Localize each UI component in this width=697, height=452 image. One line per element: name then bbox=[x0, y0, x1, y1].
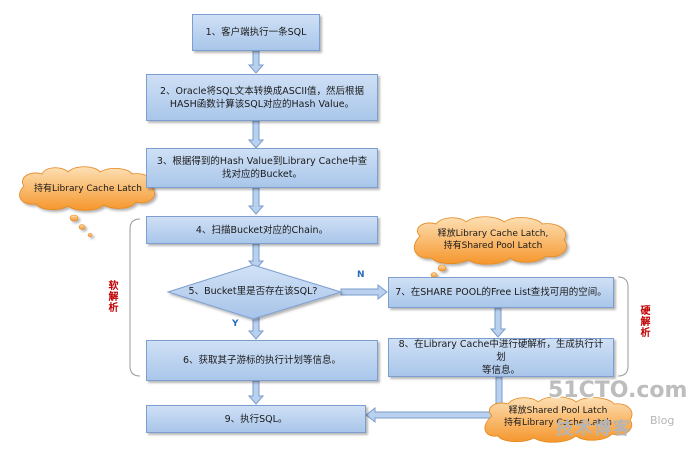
callout-release-library-cloud bbox=[413, 216, 567, 283]
callout-release-shared-cloud bbox=[484, 396, 633, 443]
watermark-blog: Blog bbox=[650, 414, 675, 427]
callout-release-shared-line1: 释放Shared Pool Latch bbox=[508, 406, 608, 416]
step-8-text-line1: 8、在Library Cache中进行硬解析，生成执行计划 bbox=[398, 339, 604, 363]
watermark-site: 51CTO.com bbox=[548, 378, 688, 403]
step-3-box: 3、根据得到的Hash Value到Library Cache中查 找对应的Bu… bbox=[146, 148, 378, 188]
callout-hold-library-cloud bbox=[19, 166, 155, 237]
step-1-box: 1、客户端执行一条SQL bbox=[192, 14, 320, 51]
arrow-5-6 bbox=[247, 316, 265, 340]
step-8-text-line2: 等信息。 bbox=[481, 365, 520, 376]
step-7-text: 7、在SHARE POOL的Free List查找可用的空间。 bbox=[395, 287, 607, 298]
callout-release-library-text: 释放Library Cache Latch, 持有Shared Pool Lat… bbox=[420, 228, 566, 252]
step-5-label: 5、Bucket里是否存在该SQL? bbox=[188, 286, 318, 297]
branch-yes-label: Y bbox=[232, 319, 239, 329]
decision-diamond bbox=[166, 264, 343, 320]
step-6-text: 6、获取其子游标的执行计划等信息。 bbox=[182, 355, 342, 366]
step-1-text: 1、客户端执行一条SQL bbox=[205, 27, 307, 38]
branch-no-label: N bbox=[357, 270, 365, 280]
step-3-text-line1: 3、根据得到的Hash Value到Library Cache中查 bbox=[156, 156, 368, 167]
soft-parse-label: 软解析 bbox=[106, 280, 117, 313]
step-2-box: 2、Oracle将SQL文本转换成ASCII值，然后根据 HASH函数计算该SQ… bbox=[146, 74, 378, 121]
hard-parse-label: 硬解析 bbox=[638, 305, 649, 338]
callout-release-library-line1: 释放Library Cache Latch, bbox=[437, 229, 549, 239]
step-3-text-line2: 找对应的Bucket。 bbox=[222, 169, 302, 180]
callout-hold-library-text: 持有Library Cache Latch bbox=[34, 184, 142, 194]
arrow-2-3 bbox=[247, 120, 265, 149]
step-2-text-line1: 2、Oracle将SQL文本转换成ASCII值，然后根据 bbox=[159, 85, 365, 97]
arrow-4-5 bbox=[247, 243, 265, 270]
step-6-box: 6、获取其子游标的执行计划等信息。 bbox=[146, 340, 378, 381]
soft-parse-bracket bbox=[129, 218, 141, 377]
arrow-7-8 bbox=[489, 307, 507, 338]
arrow-6-9 bbox=[247, 380, 265, 405]
arrow-3-4 bbox=[247, 187, 265, 215]
arrow-5-7 bbox=[340, 283, 388, 301]
step-9-box: 9、执行SQL。 bbox=[146, 405, 366, 433]
flow-arrows bbox=[247, 50, 507, 424]
callout-release-library-line2: 持有Shared Pool Latch bbox=[443, 241, 543, 251]
step-4-box: 4、扫描Bucket对应的Chain。 bbox=[146, 216, 378, 244]
callout-release-shared-text: 释放Shared Pool Latch 持有Library Cache Latc… bbox=[488, 405, 628, 429]
step-8-box: 8、在Library Cache中进行硬解析，生成执行计划 等信息。 bbox=[388, 338, 614, 377]
hard-parse-bracket bbox=[617, 276, 629, 377]
step-4-text: 4、扫描Bucket对应的Chain。 bbox=[195, 224, 329, 236]
watermark-sub: 技术博客 bbox=[556, 419, 632, 439]
step-2-text-line2: HASH函数计算该SQL对应的Hash Value。 bbox=[169, 98, 355, 110]
arrow-8-9 bbox=[365, 376, 503, 424]
arrow-1-2 bbox=[247, 50, 265, 74]
step-7-box: 7、在SHARE POOL的Free List查找可用的空间。 bbox=[388, 277, 614, 308]
step-9-text: 9、执行SQL。 bbox=[224, 413, 288, 425]
callout-release-shared-line2: 持有Library Cache Latch bbox=[504, 418, 612, 428]
